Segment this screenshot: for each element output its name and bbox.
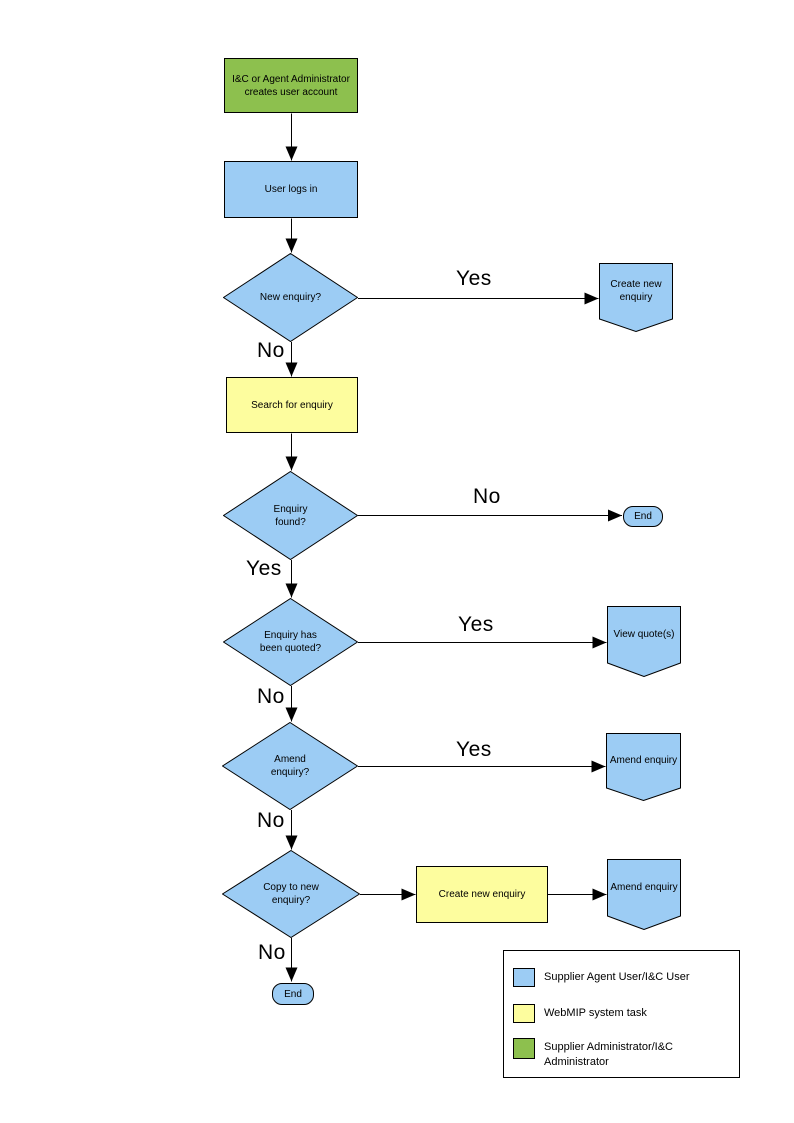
task-search-for-enquiry-label: Search for enquiry — [251, 399, 333, 411]
edge-label-new-enquiry-no: No — [257, 339, 285, 362]
admin-label-line1: I&C or Agent Administrator — [232, 73, 350, 85]
legend-swatch-green — [513, 1038, 535, 1059]
pentagon-shape — [607, 606, 681, 677]
diamond-shape — [223, 471, 358, 560]
diamond-shape — [223, 598, 358, 686]
task-search-for-enquiry: Search for enquiry — [226, 377, 358, 433]
edge-label-enquiry-quoted-yes: Yes — [458, 613, 494, 636]
process-user-logs-in-label: User logs in — [264, 184, 318, 195]
legend-label-webmip-system-task: WebMIP system task — [544, 1007, 647, 1019]
legend: Supplier Agent User/I&C User WebMIP syst… — [503, 950, 740, 1078]
task-create-new-enquiry: Create new enquiry — [416, 866, 548, 923]
decision-enquiry-quoted-label: Enquiry has been quoted? — [259, 630, 322, 654]
decision-enquiry-quoted: Enquiry has been quoted? — [223, 598, 358, 686]
diamond-shape — [222, 850, 360, 938]
diamond-shape — [223, 253, 358, 342]
edge-label-new-enquiry-yes: Yes — [456, 267, 492, 290]
legend-item-supplier-administrator: Supplier Administrator/I&C Administrator — [513, 1038, 714, 1070]
connector-amend-enquiry-2-label: Amend enquiry — [610, 882, 678, 893]
legend-label-supplier-administrator: Supplier Administrator/I&C Administrator — [544, 1041, 673, 1068]
decision-amend-enquiry-label: Amend enquiry? — [270, 754, 310, 778]
connector-view-quotes-label: View quote(s) — [613, 629, 675, 640]
edge-label-enquiry-found-no: No — [473, 485, 501, 508]
decision-enquiry-found-label: Enquiry found? — [273, 503, 308, 528]
process-admin-creates-account-label: I&C or Agent Administrator creates user … — [232, 73, 350, 99]
decision-amend-enquiry: Amend enquiry? — [222, 722, 358, 810]
terminator-end-2-label: End — [284, 988, 302, 1000]
connector-amend-enquiry-1-label: Amend enquiry — [609, 755, 678, 766]
pentagon-shape — [606, 733, 681, 801]
connector-view-quotes: View quote(s) — [607, 606, 681, 677]
pentagon-shape — [607, 859, 681, 930]
decision-copy-to-new-enquiry-label: Copy to new enquiry? — [263, 882, 319, 906]
legend-item-supplier-agent-user: Supplier Agent User/I&C User — [513, 968, 729, 987]
pentagon-shape — [599, 263, 673, 332]
connector-amend-enquiry-1: Amend enquiry — [606, 733, 681, 801]
edge-label-enquiry-found-yes: Yes — [246, 557, 282, 580]
edge-label-copy-to-new-no: No — [258, 941, 286, 964]
terminator-end-1-label: End — [634, 511, 652, 522]
decision-new-enquiry: New enquiry? — [223, 253, 358, 342]
legend-swatch-yellow — [513, 1004, 535, 1023]
terminator-end-1: End — [623, 506, 663, 527]
diamond-shape — [222, 722, 358, 810]
connector-amend-enquiry-2: Amend enquiry — [607, 859, 681, 930]
connector-create-new-enquiry: Create new enquiry — [599, 263, 673, 332]
edge-label-amend-enquiry-no: No — [257, 809, 285, 832]
edge-label-amend-enquiry-yes: Yes — [456, 738, 492, 761]
task-create-new-enquiry-label: Create new enquiry — [438, 889, 526, 900]
process-admin-creates-account: I&C or Agent Administrator creates user … — [224, 58, 358, 113]
admin-label-line2: creates user account — [244, 86, 338, 98]
legend-swatch-blue — [513, 968, 535, 987]
terminator-end-2: End — [272, 983, 314, 1005]
legend-item-webmip-system-task: WebMIP system task — [513, 1004, 729, 1023]
legend-label-supplier-agent-user: Supplier Agent User/I&C User — [544, 971, 690, 983]
process-user-logs-in: User logs in — [224, 161, 358, 218]
edge-label-enquiry-quoted-no: No — [257, 685, 285, 708]
decision-new-enquiry-label: New enquiry? — [259, 292, 322, 303]
decision-enquiry-found: Enquiry found? — [223, 471, 358, 560]
connector-create-new-enquiry-label: Create new enquiry — [610, 279, 662, 303]
decision-copy-to-new-enquiry: Copy to new enquiry? — [222, 850, 360, 938]
